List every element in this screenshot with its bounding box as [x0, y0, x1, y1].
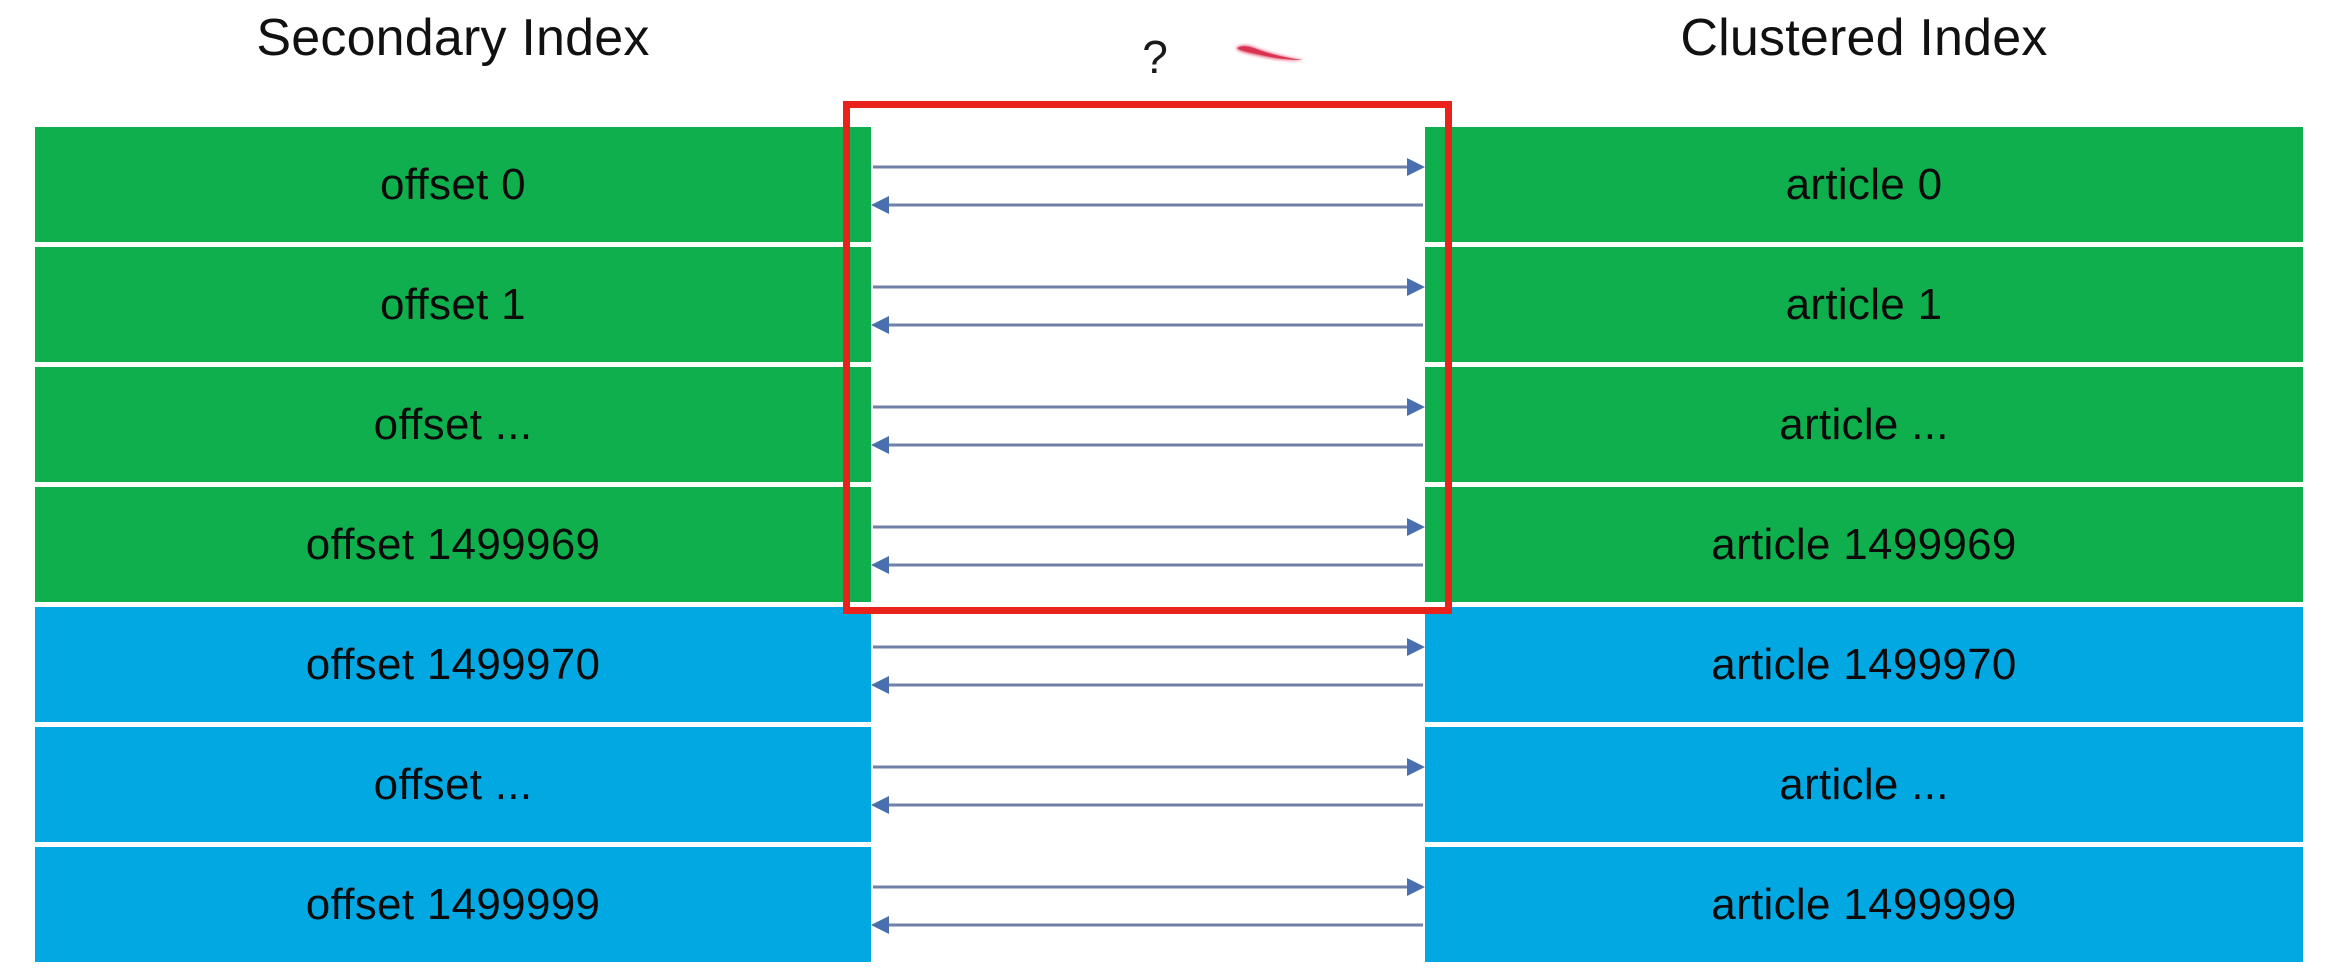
- arrow-pair: [871, 727, 1425, 842]
- bidirectional-arrow-icon: [871, 278, 1425, 334]
- arrow-pair: [871, 367, 1425, 482]
- bidirectional-arrow-icon: [871, 878, 1425, 934]
- row-label-left: offset 1: [380, 279, 526, 329]
- row-label-right: article ...: [1779, 759, 1949, 809]
- arrow-pair: [871, 247, 1425, 362]
- row-label-left: offset 1499970: [305, 639, 601, 689]
- table-row[interactable]: offset 0: [35, 127, 871, 242]
- table-row[interactable]: offset 1499999: [35, 847, 871, 962]
- row-label-left: offset 1499969: [305, 519, 601, 569]
- table-row[interactable]: article ...: [1425, 367, 2303, 482]
- row-label-right: article 1499970: [1711, 639, 2017, 689]
- row-label-left: offset 0: [380, 159, 526, 209]
- bidirectional-arrow-icon: [871, 638, 1425, 694]
- bidirectional-arrow-icon: [871, 758, 1425, 814]
- secondary-index-column: offset 0 offset 1 offset ... offset 1499…: [35, 127, 871, 967]
- row-label-left: offset ...: [373, 399, 533, 449]
- clustered-index-column: article 0 article 1 article ... article …: [1425, 127, 2303, 967]
- arrow-pair: [871, 607, 1425, 722]
- row-label-right: article 1499999: [1711, 879, 2017, 929]
- red-pen-stroke-icon: [1236, 45, 1304, 61]
- clustered-index-header: Clustered Index: [1680, 9, 2048, 67]
- table-row[interactable]: article 1: [1425, 247, 2303, 362]
- arrow-pair: [871, 847, 1425, 962]
- table-row[interactable]: offset 1499969: [35, 487, 871, 602]
- row-label-left: offset ...: [373, 759, 533, 809]
- bidirectional-arrow-icon: [871, 398, 1425, 454]
- table-row[interactable]: offset ...: [35, 367, 871, 482]
- table-row[interactable]: offset 1499970: [35, 607, 871, 722]
- row-label-right: article ...: [1779, 399, 1949, 449]
- table-row[interactable]: article 0: [1425, 127, 2303, 242]
- table-row[interactable]: article 1499970: [1425, 607, 2303, 722]
- bidirectional-arrow-icon: [871, 518, 1425, 574]
- question-mark-label: ?: [1142, 31, 1168, 83]
- table-row[interactable]: offset ...: [35, 727, 871, 842]
- row-label-left: offset 1499999: [305, 879, 601, 929]
- arrow-pair: [871, 487, 1425, 602]
- bidirectional-arrow-icon: [871, 158, 1425, 214]
- table-row[interactable]: article ...: [1425, 727, 2303, 842]
- secondary-index-header: Secondary Index: [256, 9, 650, 67]
- table-row[interactable]: offset 1: [35, 247, 871, 362]
- row-label-right: article 1499969: [1711, 519, 2017, 569]
- table-row[interactable]: article 1499969: [1425, 487, 2303, 602]
- table-row[interactable]: article 1499999: [1425, 847, 2303, 962]
- arrow-channel: [871, 127, 1425, 978]
- row-label-right: article 0: [1785, 159, 1943, 209]
- row-label-right: article 1: [1785, 279, 1943, 329]
- arrow-pair: [871, 127, 1425, 242]
